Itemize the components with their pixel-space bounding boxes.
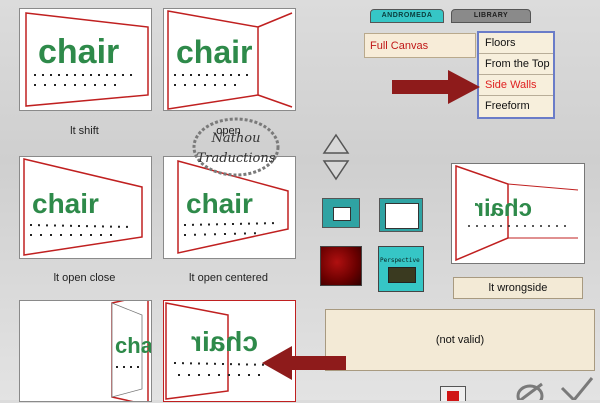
preset-thumb-2[interactable]: chair — [163, 8, 296, 111]
preset-thumb-1[interactable]: chair — [19, 8, 152, 111]
texture-button[interactable] — [320, 246, 362, 286]
preset-6-graphic: chair — [165, 302, 275, 400]
preset-caption-4: lt open centered — [189, 272, 268, 284]
mode-option-freeform[interactable]: Freeform — [479, 96, 553, 117]
chair-text: chair — [176, 34, 252, 70]
mode-option-side-walls[interactable]: Side Walls — [479, 75, 553, 96]
status-box: (not valid) — [325, 309, 595, 371]
red-arrow-right-icon — [392, 70, 480, 104]
perspective-label: Perspective — [380, 257, 420, 264]
preset-3-graphic: chair — [23, 158, 143, 256]
preset-caption-2: open — [216, 125, 241, 137]
red-arrow-left-icon — [262, 346, 346, 380]
preset-4-graphic: chair — [177, 160, 289, 254]
small-rect-button[interactable] — [322, 198, 360, 228]
large-rect-icon — [385, 203, 419, 229]
arrow-down-button[interactable] — [322, 159, 350, 181]
preview-chair-text: chair — [475, 195, 532, 222]
preview-label: lt wrongside — [453, 277, 583, 299]
cancel-icon-button[interactable] — [512, 378, 548, 403]
preset-caption-3: lt open close — [53, 272, 116, 284]
chair-text: chair — [38, 33, 119, 71]
full-canvas-field[interactable]: Full Canvas — [364, 33, 476, 58]
cancel-symbol-icon — [516, 382, 544, 403]
ok-checkmark-button[interactable] — [558, 376, 594, 403]
triangle-up-icon — [322, 133, 350, 154]
arrow-up-button[interactable] — [322, 133, 350, 155]
preview-graphic: chair — [455, 164, 579, 262]
preset-thumb-6[interactable]: chair — [163, 300, 296, 402]
mode-dropdown[interactable]: Floors From the Top Side Walls Freeform — [477, 31, 555, 119]
chair-text-mirrored: chair — [191, 326, 258, 357]
small-rect-icon — [333, 207, 351, 221]
chair-text: chair — [32, 188, 99, 219]
chair-text: chair — [115, 333, 151, 358]
checkmark-icon — [560, 377, 594, 403]
mode-option-floors[interactable]: Floors — [479, 33, 553, 54]
mode-option-from-the-top[interactable]: From the Top — [479, 54, 553, 75]
tab-andromeda[interactable]: ANDROMEDA — [370, 9, 444, 23]
color-picker-button[interactable] — [440, 386, 466, 401]
preset-5-graphic: chair — [111, 301, 151, 401]
tab-library[interactable]: LIBRARY — [451, 9, 531, 23]
watermark-line2: Traductions — [197, 151, 276, 166]
color-swatch-icon — [447, 391, 459, 401]
large-rect-button[interactable] — [379, 198, 423, 232]
chair-text: chair — [186, 188, 253, 219]
watermark-line1: Nathou — [211, 131, 261, 146]
triangle-down-icon — [322, 160, 350, 181]
preset-thumb-3[interactable]: chair — [19, 156, 152, 259]
preview-panel: chair — [451, 163, 585, 264]
preset-1-graphic: chair — [25, 12, 149, 107]
perspective-button[interactable]: Perspective — [378, 246, 424, 292]
perspective-scene-icon — [388, 267, 416, 283]
watermark-seal: Nathou Traductions — [178, 112, 294, 182]
preset-caption-1: lt shift — [70, 125, 99, 137]
preset-thumb-5[interactable]: chair — [19, 300, 152, 402]
preset-2-graphic: chair — [167, 10, 293, 110]
